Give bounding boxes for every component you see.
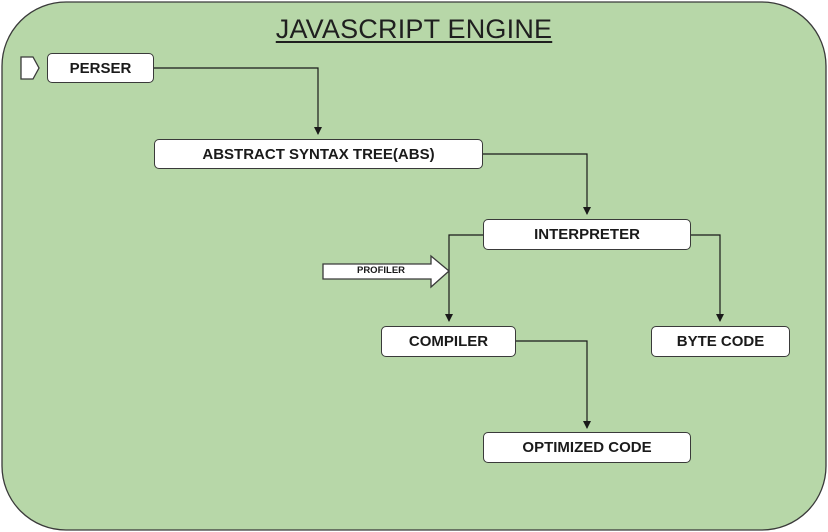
start-marker-icon — [20, 56, 40, 80]
node-perser: PERSER — [47, 53, 154, 83]
node-abstract-syntax-tree: ABSTRACT SYNTAX TREE(ABS) — [154, 139, 483, 169]
diagram-title: JAVASCRIPT ENGINE — [275, 14, 553, 44]
node-interpreter: INTERPRETER — [483, 219, 691, 250]
edge-interpreter-to-compiler — [445, 234, 483, 322]
edge-ast-to-interpreter — [483, 153, 591, 215]
node-compiler: COMPILER — [381, 326, 516, 357]
node-byte-code: BYTE CODE — [651, 326, 790, 357]
edge-interpreter-to-bytecode — [691, 234, 724, 322]
edge-compiler-to-optimized — [516, 340, 591, 429]
profiler-arrow-icon — [322, 254, 450, 289]
profiler-label: PROFILER — [356, 265, 406, 276]
edge-perser-to-ast — [154, 67, 322, 135]
node-optimized-code: OPTIMIZED CODE — [483, 432, 691, 463]
